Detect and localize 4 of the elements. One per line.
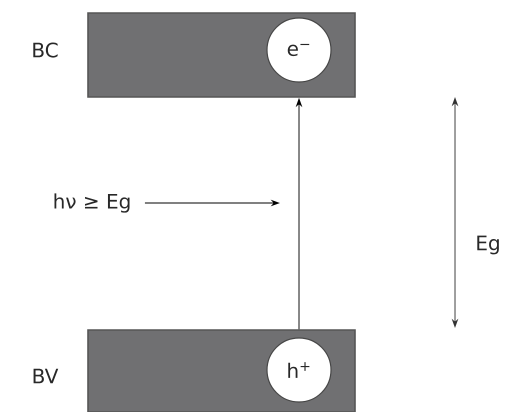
band-label: BV: [34, 368, 58, 384]
band-label: BC: [33, 42, 58, 58]
gap-label: Eg: [477, 236, 499, 254]
photon-label: hν ≥ Eg: [54, 193, 130, 213]
